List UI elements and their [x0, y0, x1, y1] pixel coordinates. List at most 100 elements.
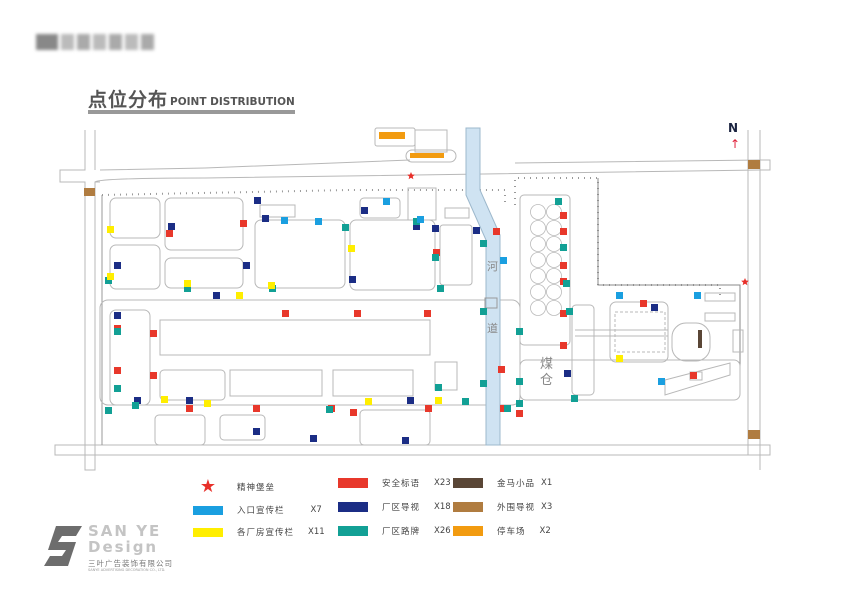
- legend-item-gold-horse: 金马小品 X1: [453, 477, 552, 489]
- coal-silo: [530, 204, 546, 220]
- parking-marker: [379, 132, 405, 139]
- workshop-board-marker: [107, 273, 114, 280]
- area-signpost-marker: [435, 384, 442, 391]
- area-guide-marker: [473, 227, 480, 234]
- outer-road-south: [54, 444, 771, 456]
- safety-slogan-marker: [493, 228, 500, 235]
- safety-slogan-marker: [560, 310, 567, 317]
- entrance-board-marker: [383, 198, 390, 205]
- area-signpost-marker: [437, 285, 444, 292]
- area-guide-marker: [213, 292, 220, 299]
- coal-silo: [546, 236, 562, 252]
- entrance-board-marker: [315, 218, 322, 225]
- area-signpost-marker: [326, 406, 333, 413]
- entrance-board-marker: [616, 292, 623, 299]
- area-signpost-marker: [516, 400, 523, 407]
- page-title-cn: 点位分布: [88, 89, 169, 111]
- area-signpost-marker: [566, 308, 573, 315]
- area-guide-marker: [134, 397, 141, 404]
- workshop-board-marker: [616, 355, 623, 362]
- coal-silo: [546, 268, 562, 284]
- safety-slogan-marker: [354, 310, 361, 317]
- area-signpost-marker: [105, 407, 112, 414]
- area-signpost-marker: [114, 328, 121, 335]
- sanye-logo-icon: [44, 526, 82, 566]
- legend-swatch: [338, 526, 368, 536]
- safety-slogan-marker: [560, 342, 567, 349]
- star-icon: ★: [199, 476, 217, 497]
- area-guide-marker: [432, 225, 439, 232]
- parking-marker: [410, 153, 444, 158]
- coal-silo-label-1: 煤: [540, 357, 554, 372]
- area-guide-marker: [262, 215, 269, 222]
- area-guide-marker: [114, 262, 121, 269]
- legend-item-spirit-fortress: ★ 精神堡垒: [193, 476, 276, 497]
- area-guide-marker: [253, 428, 260, 435]
- safety-slogan-marker: [150, 330, 157, 337]
- safety-slogan-marker: [516, 410, 523, 417]
- safety-slogan-marker: [690, 372, 697, 379]
- legend-item-safety-slogan: 安全标语 X23: [338, 477, 451, 489]
- area-signpost-marker: [504, 405, 511, 412]
- legend-item-workshop-board: 各厂房宣传栏 X11: [193, 526, 325, 538]
- area-signpost-marker: [480, 240, 487, 247]
- legend-item-area-signpost: 厂区路牌 X26: [338, 525, 451, 537]
- safety-slogan-marker: [560, 212, 567, 219]
- coal-silo: [530, 284, 546, 300]
- area-signpost-marker: [105, 277, 112, 284]
- page-title-en: POINT DISTRIBUTION: [170, 96, 295, 108]
- workshop-board-marker: [204, 400, 211, 407]
- coal-silo: [546, 220, 562, 236]
- river-label-1: 河: [487, 260, 498, 273]
- gold-horse-marker: [698, 330, 702, 348]
- area-signpost-marker: [462, 398, 469, 405]
- safety-slogan-marker: [166, 230, 173, 237]
- area-guide-marker: [361, 207, 368, 214]
- entrance-board-marker: [281, 217, 288, 224]
- perimeter-guide-marker: [748, 430, 760, 439]
- legend-swatch: [193, 527, 223, 537]
- legend-label: 各厂房宣传栏: [237, 528, 295, 538]
- legend-item-parking: 停车场 X2: [453, 525, 551, 537]
- area-guide-marker: [651, 304, 658, 311]
- area-signpost-marker: [480, 380, 487, 387]
- area-guide-marker: [310, 435, 317, 442]
- legend-label: 精神堡垒: [237, 483, 276, 493]
- area-guide-marker: [243, 262, 250, 269]
- workshop-board-marker: [184, 280, 191, 287]
- coal-silo: [530, 268, 546, 284]
- spirit-fortress-star-icon: [741, 278, 749, 286]
- river-label-2: 道: [487, 322, 498, 335]
- area-signpost-marker: [563, 280, 570, 287]
- legend-swatch: [453, 526, 483, 536]
- area-guide-marker: [349, 276, 356, 283]
- coal-silo: [530, 300, 546, 316]
- outer-road-west: [59, 130, 100, 471]
- area-signpost-marker: [560, 244, 567, 251]
- safety-slogan-marker: [186, 405, 193, 412]
- perimeter-guide-marker: [748, 160, 760, 169]
- area-signpost-marker: [516, 328, 523, 335]
- legend-count: X7: [310, 505, 322, 515]
- legend-label: 外围导视: [497, 503, 536, 513]
- area-guide-marker: [564, 370, 571, 377]
- legend-item-perimeter-guide: 外围导视 X3: [453, 501, 552, 513]
- legend-label: 安全标语: [382, 479, 421, 489]
- brand-name-line1: SAN YE: [88, 522, 162, 540]
- safety-slogan-marker: [150, 372, 157, 379]
- legend-label: 入口宣传栏: [237, 506, 285, 516]
- entrance-board-marker: [417, 216, 424, 223]
- outer-road-north: [94, 159, 771, 183]
- coal-silo: [546, 284, 562, 300]
- legend-swatch: [453, 478, 483, 488]
- north-label: N: [728, 121, 739, 135]
- spirit-fortress-star-icon: [407, 172, 415, 180]
- legend-count: X1: [541, 478, 553, 488]
- legend-swatch: [338, 502, 368, 512]
- workshop-board-marker: [268, 282, 275, 289]
- safety-slogan-marker: [282, 310, 289, 317]
- safety-slogan-marker: [560, 228, 567, 235]
- safety-slogan-marker: [433, 249, 440, 256]
- legend-label: 停车场: [497, 527, 526, 537]
